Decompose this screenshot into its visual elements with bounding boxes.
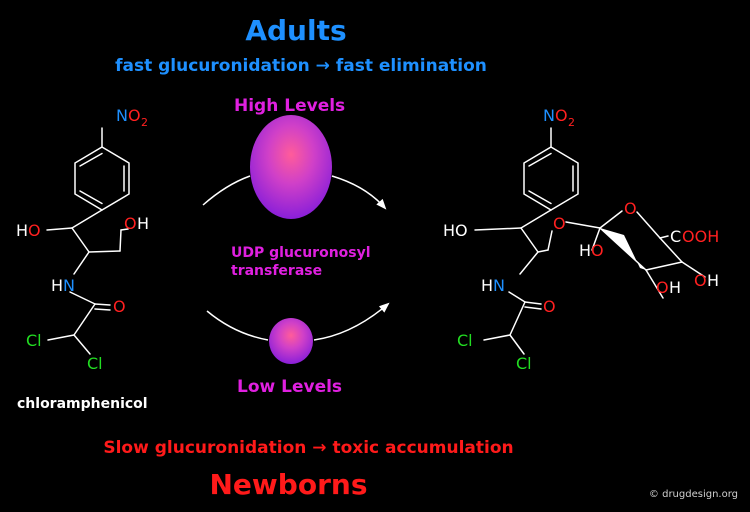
oxygen-atom: O [555,106,568,125]
curved-arrow-icon [202,175,390,341]
nitrogen-atom: N [543,106,555,125]
carboxyl-carbon: C [670,227,681,246]
amide-nitrogen: N [493,276,505,295]
sugar-hydroxyl-o: O [656,278,669,297]
glucuronide-structure: N O 2 HO O O H O C OOH O H O H H N O Cl … [443,106,719,373]
sugar-hydroxyl-o: O [591,241,604,260]
chlorine-atom: Cl [457,331,473,350]
hydroxyl-o: O [124,214,137,233]
hydroxyl-h: H [137,214,149,233]
carbonyl-oxygen: O [113,297,126,316]
oxygen-atom: O [128,106,141,125]
ether-oxygen: O [553,214,566,233]
amide-h: H [51,276,63,295]
sugar-hydroxyl-h: H [579,241,591,260]
hydroxyl-o: O [28,221,41,240]
copyright-notice: © drugdesign.org [648,489,738,500]
enzyme-name-line1: UDP glucuronosyl [231,245,371,261]
hydroxyl-h: H [16,221,28,240]
subscript-two: 2 [568,116,575,129]
hydroxyl-label: HO [443,221,468,240]
sugar-hydroxyl-h: H [669,278,681,297]
ring-oxygen: O [624,199,637,218]
sugar-wedge-bond [600,228,646,270]
sugar-hydroxyl-o: O [694,271,707,290]
newborns-title: Newborns [209,468,368,501]
chlorine-atom: Cl [516,354,532,373]
enzyme-sphere-icon [250,115,332,219]
enzyme-name: UDP glucuronosyl transferase [231,244,371,280]
adults-title: Adults [245,14,347,47]
nitrogen-atom: N [116,106,128,125]
high-levels-label: High Levels [234,96,346,116]
sugar-hydroxyl-h: H [707,271,719,290]
amide-h: H [481,276,493,295]
newborns-subtitle: Slow glucuronidation → toxic accumulatio… [103,438,514,458]
chlorine-atom: Cl [87,354,103,373]
chloramphenicol-label: chloramphenicol [17,396,148,412]
enzyme-sphere-icon [269,318,313,364]
chloramphenicol-structure: N O 2 H O O H H N O Cl Cl [16,106,149,373]
carbonyl-oxygen: O [543,297,556,316]
carboxyl-oxygens: OOH [682,227,719,246]
low-levels-label: Low Levels [237,377,343,397]
adults-subtitle: fast glucuronidation → fast elimination [115,56,487,76]
chlorine-atom: Cl [26,331,42,350]
amide-nitrogen: N [63,276,75,295]
subscript-two: 2 [141,116,148,129]
enzyme-name-line2: transferase [231,263,323,279]
